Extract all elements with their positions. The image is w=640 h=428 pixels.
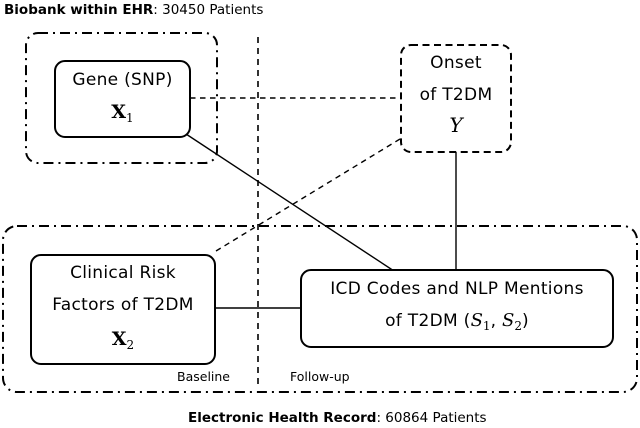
icd-node-box: [300, 269, 614, 348]
clinical-node-title1: Clinical Risk: [70, 263, 176, 283]
ehr-group-box: [2, 225, 638, 393]
onset-node-title2: of T2DM: [419, 85, 493, 105]
clinical-node-symbol: X2: [31, 326, 215, 358]
onset-node-symbol: Y: [401, 112, 511, 140]
onset-node-title1: Onset: [430, 53, 482, 73]
baseline-zone-label: Baseline: [177, 369, 230, 384]
biobank-caption-rest: : 30450 Patients: [153, 2, 264, 18]
icd-title2-suffix: ): [521, 311, 529, 331]
clinical-node-box: [30, 254, 216, 365]
clinical-node-title2: Factors of T2DM: [52, 295, 194, 315]
gene-symbol-x: X: [111, 101, 127, 123]
icd-symbol-s1: S: [470, 310, 483, 331]
gene-node-box: [54, 60, 191, 138]
biobank-caption: Biobank within EHR: 30450 Patients: [4, 2, 263, 18]
edge-clinical-onset-dashed: [215, 138, 401, 252]
ehr-caption: Electronic Health Record: 60864 Patients: [188, 410, 487, 426]
gene-symbol-sub: 1: [126, 111, 134, 125]
icd-symbol-s2-sub: 2: [514, 319, 522, 333]
icd-symbol-s1-sub: 1: [482, 319, 491, 333]
icd-symbol-s2: S: [501, 310, 515, 331]
icd-title2-separator: ,: [490, 311, 502, 331]
biobank-caption-bold: Biobank within EHR: [4, 2, 154, 18]
clinical-symbol-x: X: [111, 328, 127, 350]
icd-node-title1: ICD Codes and NLP Mentions: [330, 279, 584, 299]
ehr-caption-rest: : 60864 Patients: [376, 410, 487, 426]
gene-node-title: Gene (SNP): [72, 70, 173, 90]
icd-node-title2: of T2DM (S1, S2): [301, 308, 613, 339]
onset-symbol-y: Y: [449, 113, 463, 137]
followup-zone-label: Follow-up: [290, 369, 350, 384]
icd-title2-prefix: of T2DM (: [385, 311, 471, 331]
clinical-symbol-sub: 2: [126, 338, 135, 352]
gene-node-symbol: X1: [55, 99, 190, 131]
edge-gene-icd-solid: [185, 133, 395, 272]
ehr-caption-bold: Electronic Health Record: [188, 410, 377, 426]
onset-node-box: [400, 44, 512, 153]
